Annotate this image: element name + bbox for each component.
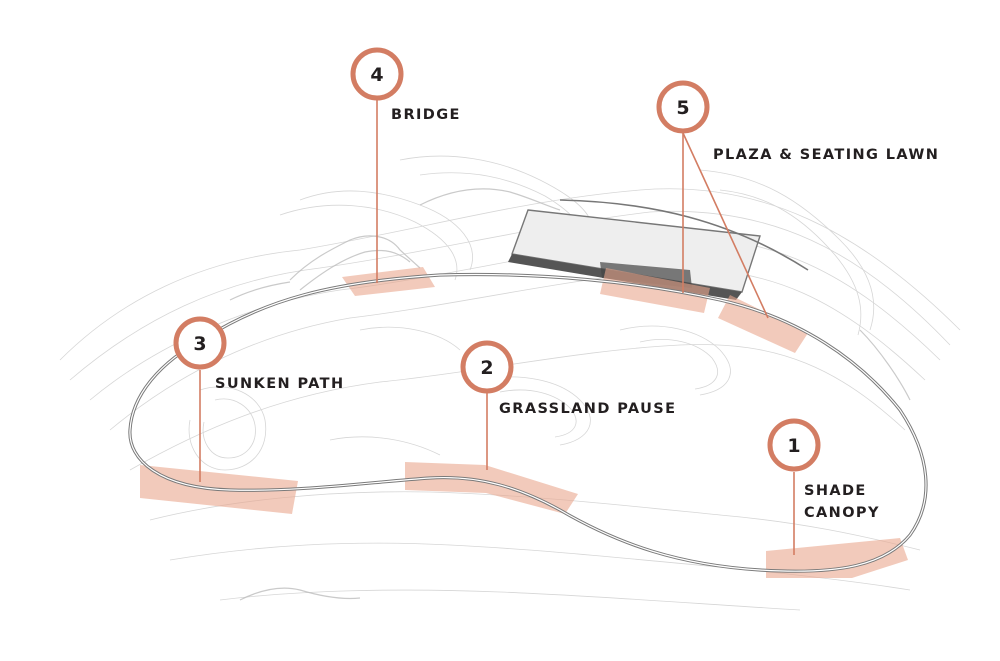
loop-path: [128, 272, 928, 573]
marker-number-1: 1: [787, 435, 800, 457]
marker-number-3: 3: [193, 333, 206, 355]
leader-line-5b: [682, 132, 769, 319]
marker-number-4: 4: [370, 64, 383, 86]
zone-grassland-pause: [405, 462, 578, 514]
marker-4: 4: [350, 47, 404, 101]
marker-2: 2: [460, 340, 514, 394]
ridge-shading: [229, 188, 911, 601]
marker-number-2: 2: [480, 357, 493, 379]
marker-1: 1: [767, 418, 821, 472]
marker-number-5: 5: [676, 97, 689, 119]
zone-highlights: [140, 267, 908, 578]
label-bridge: BRIDGE: [391, 107, 461, 123]
zone-bridge: [342, 267, 435, 296]
leader-lines: [199, 100, 795, 555]
zone-plaza-b: [718, 295, 808, 353]
marker-3: 3: [173, 316, 227, 370]
zone-plaza-a: [600, 268, 710, 313]
label-shade-canopy: SHADE CANOPY: [804, 483, 880, 521]
label-sunken-path: SUNKEN PATH: [215, 376, 345, 392]
label-grassland-pause: GRASSLAND PAUSE: [499, 401, 677, 417]
label-plaza-seating-lawn: PLAZA & SEATING LAWN: [713, 147, 940, 163]
marker-5: 5: [656, 80, 710, 134]
terrain-contours: [59, 155, 961, 611]
zone-shade-canopy: [766, 538, 908, 578]
